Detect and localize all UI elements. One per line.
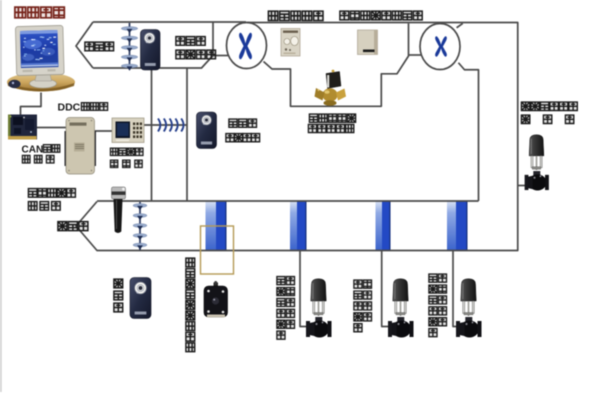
svg-text:CAN: CAN (22, 145, 44, 156)
svg-text:DDC: DDC (58, 102, 81, 114)
